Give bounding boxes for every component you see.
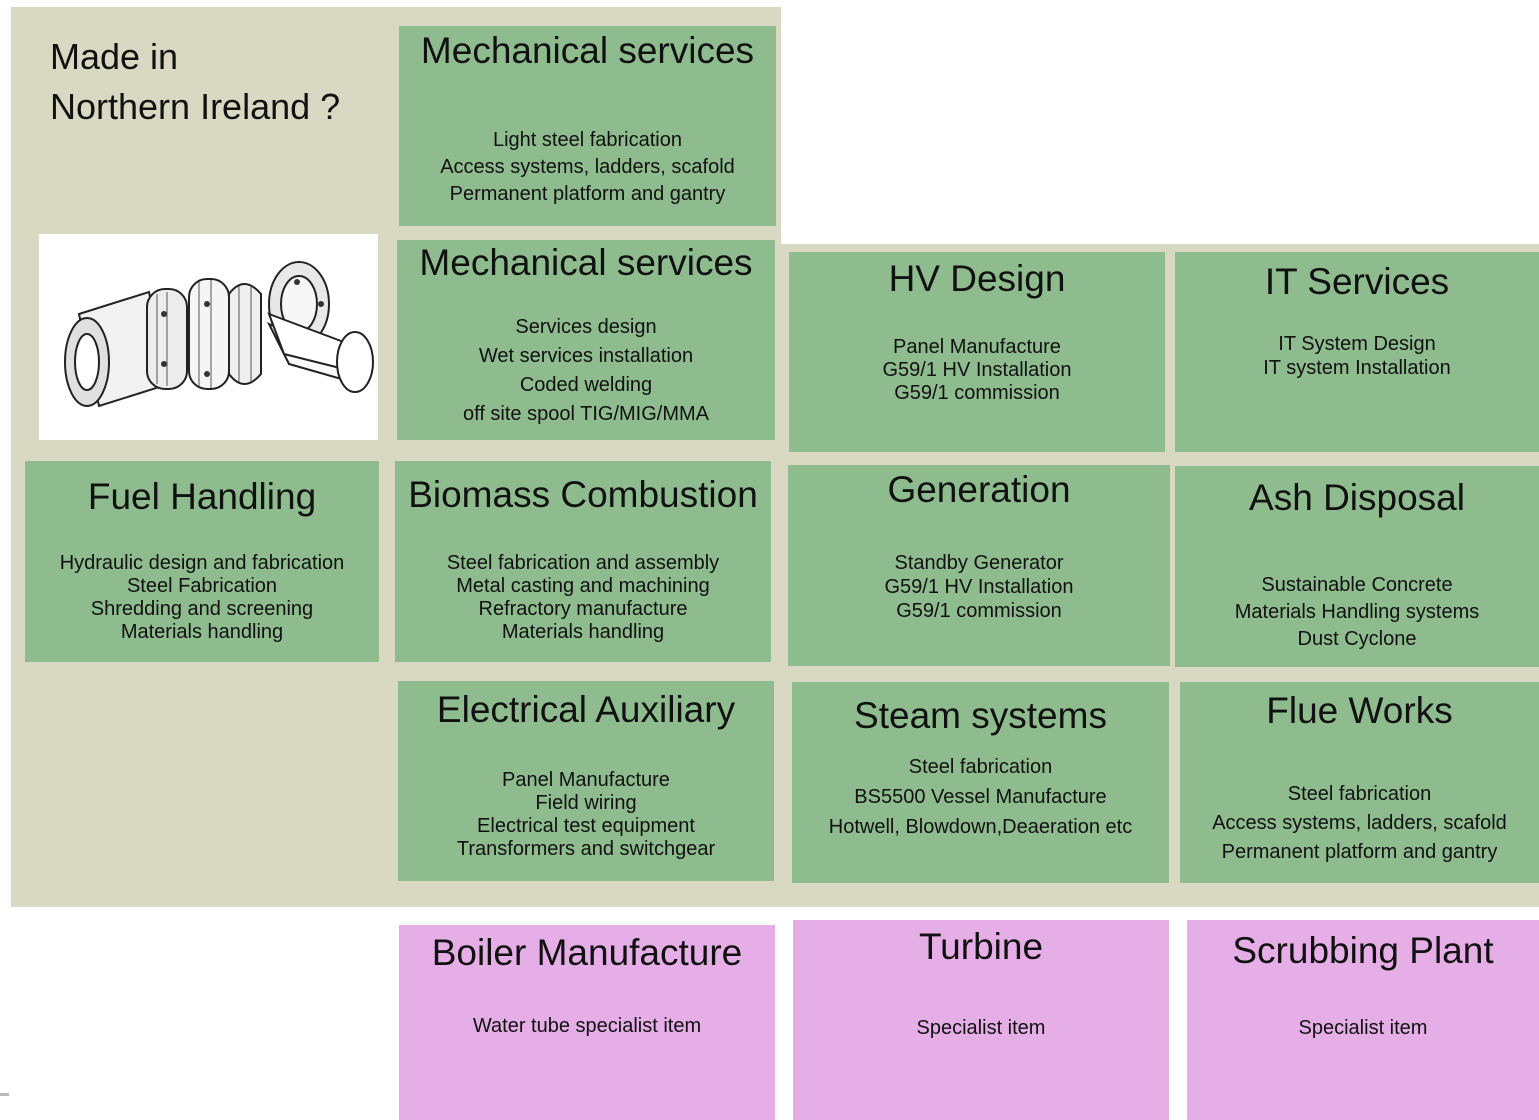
detail-line: Light steel fabrication xyxy=(492,129,682,151)
edge-mark xyxy=(0,1093,9,1096)
boiler-manufacture-box: Boiler Manufacture Water tube specialist… xyxy=(399,925,775,1120)
box-details: Standby Generator G59/1 HV Installation … xyxy=(788,551,1170,623)
detail-line: G59/1 HV Installation xyxy=(884,576,1074,598)
box-details: Water tube specialist item xyxy=(399,1015,775,1038)
box-title: Boiler Manufacture xyxy=(431,932,743,973)
detail-line: G59/1 commission xyxy=(894,382,1060,404)
box-title: IT Services xyxy=(1264,261,1450,302)
detail-line: Shredding and screening xyxy=(90,598,314,620)
detail-line: Standby Generator xyxy=(894,552,1064,574)
detail-line: Specialist item xyxy=(1298,1017,1428,1039)
heading-line-2: Northern Ireland ? xyxy=(50,86,341,127)
detail-line: Refractory manufacture xyxy=(478,598,688,620)
box-details: Steel fabrication and assembly Metal cas… xyxy=(395,552,771,644)
box-title: Turbine xyxy=(918,926,1044,967)
detail-line: Materials handling xyxy=(501,621,665,643)
detail-line: BS5500 Vessel Manufacture xyxy=(854,786,1107,808)
box-title: Electrical Auxiliary xyxy=(436,689,736,730)
box-title: Steam systems xyxy=(854,695,1107,736)
page-heading: Made in Northern Ireland ? xyxy=(50,32,340,132)
detail-line: Wet services installation xyxy=(478,345,694,367)
box-details: Sustainable Concrete Materials Handling … xyxy=(1175,572,1539,653)
detail-line: off site spool TIG/MIG/MMA xyxy=(463,403,709,425)
detail-line: Sustainable Concrete xyxy=(1261,574,1453,596)
box-title: Generation xyxy=(887,469,1071,510)
detail-line: Steel fabrication xyxy=(908,756,1053,778)
detail-line: Materials handling xyxy=(120,621,284,643)
detail-line: IT System Design xyxy=(1278,333,1436,355)
ash-disposal-box: Ash Disposal Sustainable Concrete Materi… xyxy=(1175,466,1539,667)
detail-line: Electrical test equipment xyxy=(477,815,695,837)
detail-line: Panel Manufacture xyxy=(502,769,670,791)
detail-line: Steel Fabrication xyxy=(126,575,278,597)
detail-line: Coded welding xyxy=(519,374,653,396)
scrubbing-plant-box: Scrubbing Plant Specialist item xyxy=(1187,920,1539,1120)
box-title: HV Design xyxy=(888,258,1066,299)
detail-line: Transformers and switchgear xyxy=(456,838,716,860)
generation-box: Generation Standby Generator G59/1 HV In… xyxy=(788,465,1170,666)
detail-line: Permanent platform and gantry xyxy=(449,183,726,205)
electrical-auxiliary-box: Electrical Auxiliary Panel Manufacture F… xyxy=(398,681,774,881)
detail-line: Hotwell, Blowdown,Deaeration etc xyxy=(828,816,1133,838)
fuel-handling-box: Fuel Handling Hydraulic design and fabri… xyxy=(25,461,379,662)
heading-line-1: Made in xyxy=(50,36,179,77)
biomass-combustion-box: Biomass Combustion Steel fabrication and… xyxy=(395,461,771,662)
box-title: Ash Disposal xyxy=(1249,477,1465,518)
pipe-fitting-image xyxy=(39,234,378,440)
it-services-box: IT Services IT System Design IT system I… xyxy=(1175,252,1539,452)
box-details: Specialist item xyxy=(793,1017,1169,1040)
detail-line: G59/1 HV Installation xyxy=(882,359,1072,381)
box-details: Panel Manufacture G59/1 HV Installation … xyxy=(789,336,1165,405)
detail-line: Hydraulic design and fabrication xyxy=(59,552,345,574)
box-details: Steel fabrication BS5500 Vessel Manufact… xyxy=(792,752,1169,842)
detail-line: Services design xyxy=(515,316,657,338)
detail-line: Access systems, ladders, scafold xyxy=(440,156,735,178)
pipe-fitting-icon xyxy=(64,261,374,408)
detail-line: Dust Cyclone xyxy=(1297,628,1417,650)
detail-line: Specialist item xyxy=(916,1017,1046,1039)
box-details: IT System Design IT system Installation xyxy=(1175,332,1539,380)
box-details: Services design Wet services installatio… xyxy=(397,313,775,429)
detail-line: Panel Manufacture xyxy=(893,336,1061,358)
box-details: Panel Manufacture Field wiring Electrica… xyxy=(398,769,774,861)
detail-line: Permanent platform and gantry xyxy=(1221,841,1498,863)
box-details: Specialist item xyxy=(1187,1017,1539,1040)
mechanical-services-box-2: Mechanical services Services design Wet … xyxy=(397,240,775,440)
detail-line: IT system Installation xyxy=(1263,357,1451,379)
detail-line: Metal casting and machining xyxy=(456,575,710,597)
box-details: Hydraulic design and fabrication Steel F… xyxy=(25,552,379,644)
box-details: Steel fabrication Access systems, ladder… xyxy=(1180,780,1539,867)
detail-line: G59/1 commission xyxy=(896,600,1062,622)
detail-line: Materials Handling systems xyxy=(1234,601,1480,623)
detail-line: Access systems, ladders, scafold xyxy=(1212,812,1507,834)
detail-line: Steel fabrication xyxy=(1287,783,1432,805)
box-title: Mechanical services xyxy=(420,30,755,71)
box-title: Mechanical services xyxy=(419,242,753,283)
box-title: Biomass Combustion xyxy=(408,474,758,515)
detail-line: Field wiring xyxy=(535,792,637,814)
flue-works-box: Flue Works Steel fabrication Access syst… xyxy=(1180,682,1539,883)
box-title: Scrubbing Plant xyxy=(1232,930,1494,971)
box-details: Light steel fabrication Access systems, … xyxy=(399,127,776,208)
box-title: Flue Works xyxy=(1266,690,1453,731)
turbine-box: Turbine Specialist item xyxy=(793,920,1169,1120)
mechanical-services-box-1: Mechanical services Light steel fabricat… xyxy=(399,26,776,226)
detail-line: Steel fabrication and assembly xyxy=(446,552,720,574)
hv-design-box: HV Design Panel Manufacture G59/1 HV Ins… xyxy=(789,252,1165,452)
steam-systems-box: Steam systems Steel fabrication BS5500 V… xyxy=(792,682,1169,883)
box-title: Fuel Handling xyxy=(87,476,317,517)
detail-line: Water tube specialist item xyxy=(472,1015,702,1037)
